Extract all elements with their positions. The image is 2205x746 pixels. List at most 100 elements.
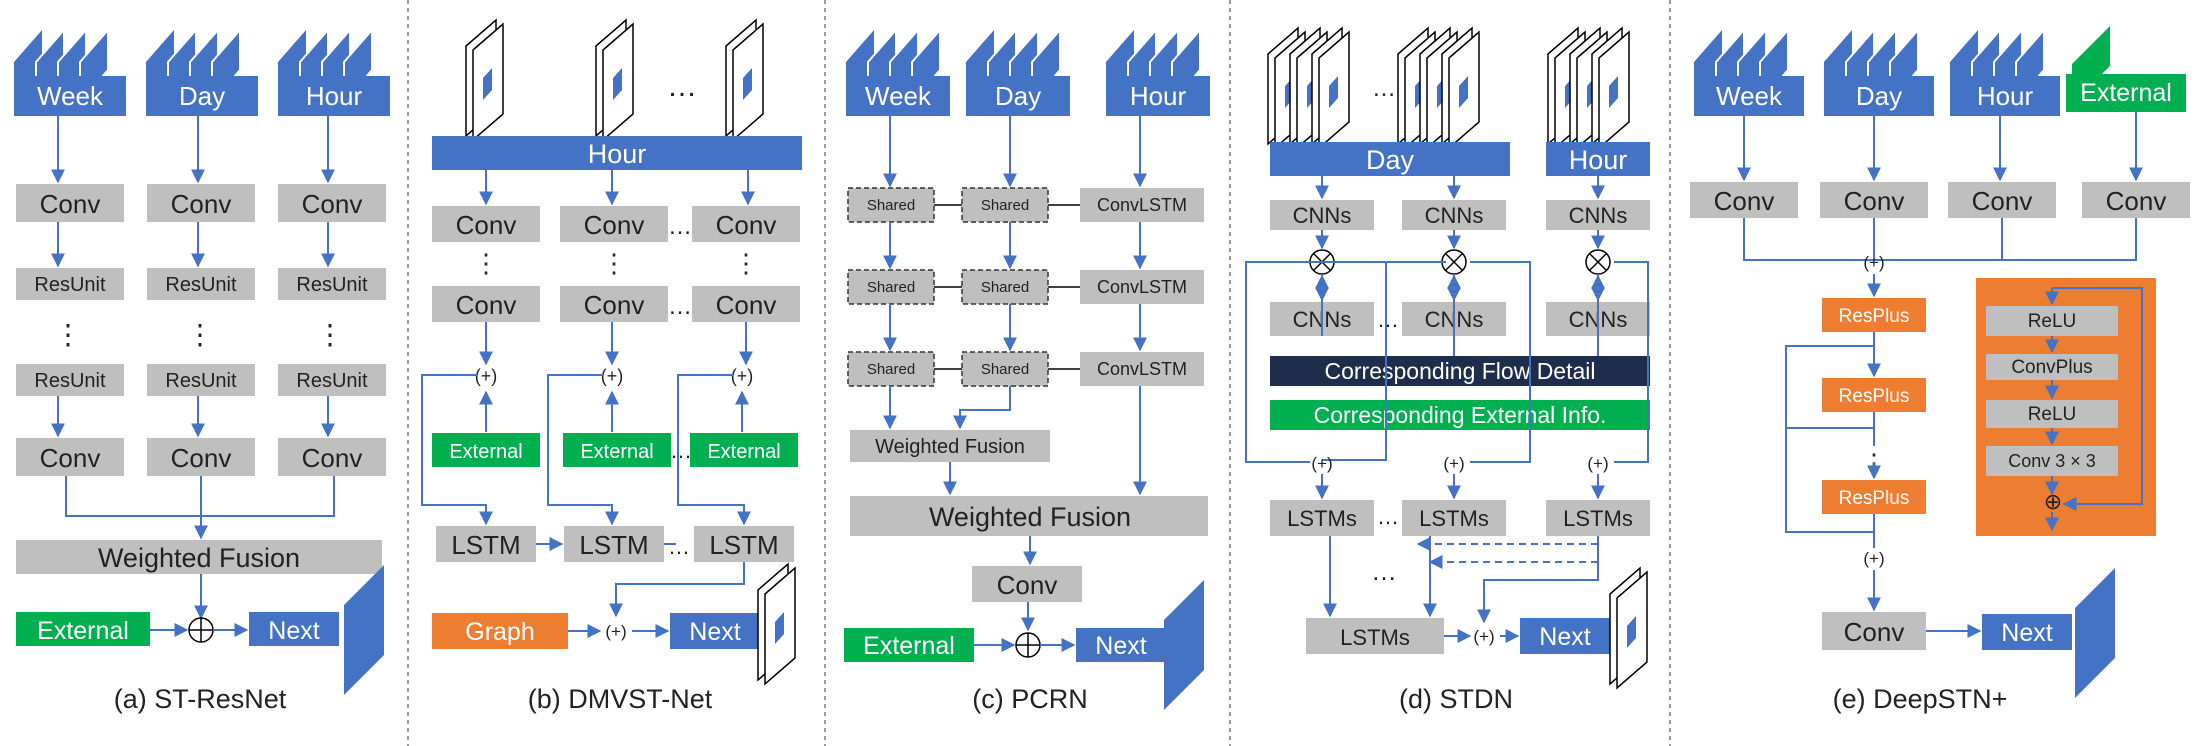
panel-c-pcrn: Week Day Hour Shared Shared ConvLSTM Sha… xyxy=(844,29,1210,714)
conv-label: Conv xyxy=(1714,186,1775,216)
conv-label: Conv xyxy=(456,290,517,320)
conv-label: Conv xyxy=(171,443,232,473)
conv-label: Conv xyxy=(716,210,777,240)
hour-input-label: Hour xyxy=(1130,81,1187,111)
conv-label: Conv xyxy=(456,210,517,240)
conv-label: Conv xyxy=(2106,186,2167,216)
horizontal-dots: … xyxy=(670,438,692,463)
plus-node: (+) xyxy=(605,622,626,641)
shared-label: Shared xyxy=(981,197,1029,214)
vertical-dots: ⋮ xyxy=(316,319,344,350)
hour-label: Hour xyxy=(588,139,647,169)
lstm-label: LSTM xyxy=(579,530,648,560)
hour-label: Hour xyxy=(1569,145,1628,175)
horizontal-dots: … xyxy=(1372,75,1396,102)
week-input-label: Week xyxy=(37,81,104,111)
external-label: External xyxy=(707,441,780,463)
conv-label: Conv xyxy=(171,189,232,219)
day-input-label: Day xyxy=(179,81,225,111)
conv-label: Conv xyxy=(40,443,101,473)
panel-e-deepstn-plus: Week Day Hour External Conv Conv Conv Co… xyxy=(1690,26,2190,714)
plus-node: (+) xyxy=(1443,454,1464,473)
external-label: External xyxy=(863,632,955,660)
next-label: Next xyxy=(1539,623,1590,651)
plus-node: (+) xyxy=(1863,253,1884,272)
horizontal-dots: … xyxy=(1377,307,1399,332)
vertical-dots: ⋮ xyxy=(186,319,214,350)
caption-a: (a) ST-ResNet xyxy=(114,684,287,714)
resunit-label: ResUnit xyxy=(34,370,106,392)
oplus-node: ⊕ xyxy=(2044,489,2062,514)
lstms-label: LSTMs xyxy=(1287,506,1357,531)
relu-label: ReLU xyxy=(2028,311,2077,332)
convplus-label: ConvPlus xyxy=(2011,357,2092,378)
resunit-label: ResUnit xyxy=(34,274,106,296)
day-label: Day xyxy=(1366,145,1415,175)
shared-label: Shared xyxy=(867,279,915,296)
weighted-fusion-label: Weighted Fusion xyxy=(98,543,300,573)
next-label: Next xyxy=(689,618,740,646)
plus-node: (+) xyxy=(1863,549,1884,568)
panel-b-dmvst-net: … Hour Conv Conv Conv … ⋮ ⋮ ⋮ Conv Conv … xyxy=(421,19,802,714)
shared-label: Shared xyxy=(867,361,915,378)
resunit-label: ResUnit xyxy=(165,370,237,392)
horizontal-dots: … xyxy=(1377,504,1399,529)
shared-label: Shared xyxy=(867,197,915,214)
plus-node: (+) xyxy=(1473,627,1494,646)
conv-label: Conv xyxy=(302,189,363,219)
shared-label: Shared xyxy=(981,361,1029,378)
conv-label: Conv xyxy=(1844,186,1905,216)
horizontal-dots: … xyxy=(668,534,690,559)
hour-input-label: Hour xyxy=(306,81,363,111)
conv-label: Conv xyxy=(997,570,1058,600)
vertical-dots: ⋮ xyxy=(601,248,627,278)
external-label: External xyxy=(449,441,522,463)
resunit-label: ResUnit xyxy=(296,274,368,296)
plus-node: (+) xyxy=(731,366,754,386)
plus-node: (+) xyxy=(1587,454,1608,473)
caption-c: (c) PCRN xyxy=(972,684,1088,714)
horizontal-dots: … xyxy=(668,293,692,320)
caption-b: (b) DMVST-Net xyxy=(528,684,713,714)
shared-label: Shared xyxy=(981,279,1029,296)
horizontal-dots: … xyxy=(667,70,697,103)
lstms-label: LSTMs xyxy=(1419,506,1489,531)
external-input-label: External xyxy=(2080,79,2172,107)
vertical-dots: ⋮ xyxy=(473,248,499,278)
lstms-label: LSTMs xyxy=(1563,506,1633,531)
external-info-label: Corresponding External Info. xyxy=(1314,402,1607,428)
relu-label: ReLU xyxy=(2028,404,2077,425)
resunit-label: ResUnit xyxy=(296,370,368,392)
resplus-label: ResPlus xyxy=(1839,306,1910,327)
next-label: Next xyxy=(1095,632,1146,660)
hour-input-label: Hour xyxy=(1977,81,2034,111)
flow-detail-label: Corresponding Flow Detail xyxy=(1324,358,1595,384)
vertical-dots: ⋮ xyxy=(54,319,82,350)
week-input-label: Week xyxy=(1716,81,1783,111)
conv3x3-label: Conv 3 × 3 xyxy=(2008,451,2096,471)
plus-node: (+) xyxy=(601,366,624,386)
resplus-label: ResPlus xyxy=(1839,386,1910,407)
convlstm-label: ConvLSTM xyxy=(1097,277,1187,297)
convlstm-label: ConvLSTM xyxy=(1097,359,1187,379)
external-label: External xyxy=(37,617,129,645)
cnns-label: CNNs xyxy=(1425,203,1484,228)
lstm-label: LSTM xyxy=(451,530,520,560)
panel-a-st-resnet: Week Day Hour Conv Conv Conv ResUnit Res… xyxy=(13,29,390,714)
caption-e: (e) DeepSTN+ xyxy=(1833,684,2008,714)
conv-label: Conv xyxy=(302,443,363,473)
horizontal-dots: … xyxy=(668,213,692,240)
weighted-fusion-label: Weighted Fusion xyxy=(929,502,1131,532)
horizontal-dots: … xyxy=(1371,556,1397,586)
conv-label: Conv xyxy=(716,290,777,320)
cnns-label: CNNs xyxy=(1293,203,1352,228)
plus-node: (+) xyxy=(475,366,498,386)
lstms-label: LSTMs xyxy=(1340,625,1410,650)
lstm-label: LSTM xyxy=(709,530,778,560)
conv-label: Conv xyxy=(1844,617,1905,647)
plus-node: (+) xyxy=(1311,454,1332,473)
week-input-label: Week xyxy=(865,81,932,111)
next-label: Next xyxy=(268,617,319,645)
cnns-label: CNNs xyxy=(1569,203,1628,228)
